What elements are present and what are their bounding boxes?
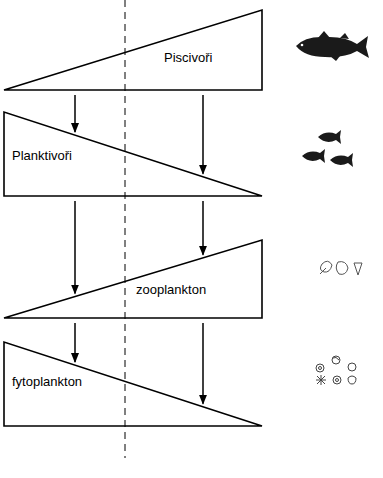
flow-arrow — [74, 201, 76, 294]
zooplankton-icons — [320, 261, 362, 275]
flow-arrow — [74, 95, 76, 132]
wedge-outline — [4, 240, 262, 318]
flow-arrow — [74, 323, 76, 362]
level-label: fytoplankton — [12, 374, 82, 390]
flow-arrow — [202, 95, 204, 174]
small-fish-icons — [302, 130, 353, 167]
level-label: Piscivoři — [164, 50, 212, 66]
level-label: Planktivoři — [12, 148, 72, 164]
flow-arrow — [202, 201, 204, 255]
trophic-wedge: Piscivoři — [4, 10, 262, 90]
dashed-line — [125, 0, 126, 458]
wedge-outline — [4, 10, 262, 90]
trophic-wedge: zooplankton — [4, 240, 262, 318]
level-label: zooplankton — [136, 282, 206, 298]
flow-arrow — [202, 323, 204, 404]
trophic-wedge: Planktivoři — [4, 112, 262, 196]
trophic-wedge: fytoplankton — [4, 342, 262, 426]
pike-icon — [296, 31, 369, 61]
phytoplankton-icons — [316, 356, 356, 385]
